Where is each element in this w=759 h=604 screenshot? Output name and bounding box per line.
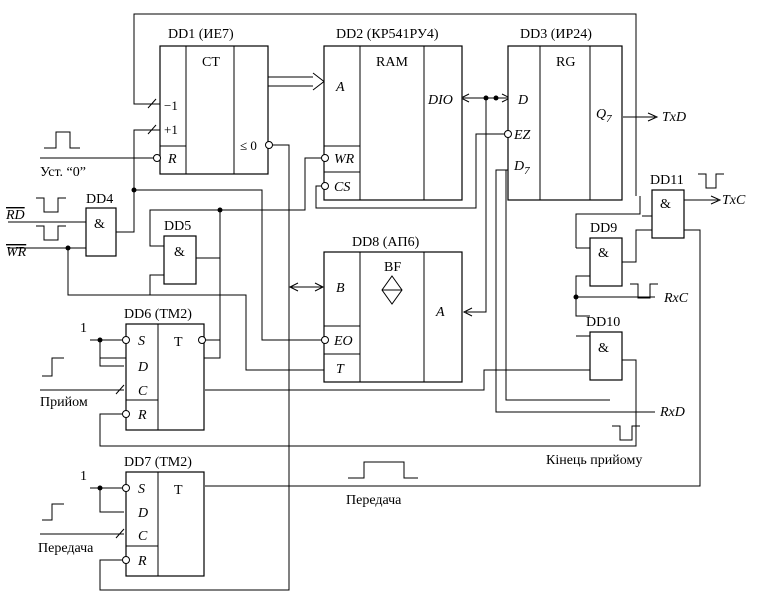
step-up-icon xyxy=(42,357,64,377)
dd2-name: DD2 (КР541РУ4) xyxy=(336,27,439,42)
signal-wr: WR xyxy=(6,245,27,260)
pulse-down-icon xyxy=(36,225,66,241)
wires xyxy=(8,13,722,591)
dd8-pin-eo: EO xyxy=(333,334,353,349)
pulse-up-icon xyxy=(44,131,80,149)
signal-one-dd6: 1 xyxy=(80,321,87,336)
dd7-pin-r: R xyxy=(137,554,147,569)
pulse-down-icon xyxy=(630,283,658,299)
svg-text:Q7: Q7 xyxy=(596,107,612,125)
chip-dd9: DD9 & xyxy=(589,221,623,287)
dd2-func: RAM xyxy=(376,55,408,70)
dd6-pin-s: S xyxy=(138,334,145,349)
signal-peredacha-label: Передача xyxy=(346,493,402,508)
dd4-func: & xyxy=(94,217,105,232)
chip-dd5: DD5 & xyxy=(163,219,197,285)
dd8-name: DD8 (АП6) xyxy=(352,235,420,250)
pulse-down-icon xyxy=(612,425,640,441)
signal-kinets-pryiomu: Кінець прийому xyxy=(546,453,642,468)
dd8-func: BF xyxy=(384,260,401,275)
dd3-pin-ez: EZ xyxy=(513,128,531,143)
dd1-pin-r: R xyxy=(167,152,177,167)
chip-dd7: DD7 (ТМ2) T S D C R xyxy=(122,455,205,577)
signal-rxd: RxD xyxy=(659,405,685,420)
dd6-name: DD6 (ТМ2) xyxy=(124,307,192,322)
dd3-pin-d: D xyxy=(517,93,528,108)
dd11-name: DD11 xyxy=(650,173,684,188)
svg-text:D7: D7 xyxy=(513,159,530,177)
dd7-pin-c: C xyxy=(138,529,148,544)
dd2-pin-dio: DIO xyxy=(427,93,453,108)
step-up-icon xyxy=(42,503,64,521)
chip-dd4: DD4 & xyxy=(85,192,117,257)
pulse-down-icon xyxy=(698,173,724,189)
pulse-up-icon xyxy=(348,461,418,479)
signal-rxc: RxC xyxy=(663,291,689,306)
dd8-pin-b: B xyxy=(336,281,345,296)
dd1-pin-le0: ≤ 0 xyxy=(240,138,257,153)
dd4-name: DD4 xyxy=(86,192,113,207)
signal-ust0: Уст. “0” xyxy=(40,165,86,180)
signal-rd: RD xyxy=(5,208,25,223)
signal-peredacha-in: Передача xyxy=(38,541,94,556)
chip-dd10: DD10 & xyxy=(586,315,623,381)
dd3-pin-q7-sub: 7 xyxy=(606,113,612,125)
signal-labels: Уст. “0” RD WR TxD TxC RxC RxD 1 1 Прийо… xyxy=(5,110,746,556)
chip-dd2: DD2 (КР541РУ4) RAM A DIO WR CS xyxy=(321,27,463,201)
dd7-name: DD7 (ТМ2) xyxy=(124,455,192,470)
dd7-func: T xyxy=(174,483,183,498)
dd10-func: & xyxy=(598,341,609,356)
dd8-pin-a: A xyxy=(435,305,445,320)
chip-dd1: DD1 (ИЕ7) CT −1 +1 R ≤ 0 xyxy=(153,27,273,175)
signal-one-dd7: 1 xyxy=(80,469,87,484)
dd2-pin-a: A xyxy=(335,80,345,95)
pulse-down-icon xyxy=(36,197,66,213)
dd1-pin-p1: +1 xyxy=(164,122,178,137)
dd7-pin-d: D xyxy=(137,506,148,521)
chip-dd11: DD11 & xyxy=(650,173,685,239)
chip-dd6: DD6 (ТМ2) T S D C R xyxy=(122,307,206,431)
dd1-func: CT xyxy=(202,55,220,70)
dd3-pin-d7: D xyxy=(513,159,524,174)
dd3-func: RG xyxy=(556,55,575,70)
signal-txd: TxD xyxy=(662,110,686,125)
chip-dd3: DD3 (ИР24) RG D EZ D7 Q7 xyxy=(504,27,623,201)
dd6-pin-c: C xyxy=(138,384,148,399)
dd8-pin-t: T xyxy=(336,362,345,377)
dd7-pin-s: S xyxy=(138,482,145,497)
dd9-func: & xyxy=(598,246,609,261)
signal-txc: TxC xyxy=(722,193,746,208)
chip-dd8: DD8 (АП6) BF B A EO T xyxy=(321,235,463,383)
waveform-icons xyxy=(36,131,724,521)
dd1-name: DD1 (ИЕ7) xyxy=(168,27,234,42)
dd9-name: DD9 xyxy=(590,221,617,236)
dd6-pin-d: D xyxy=(137,360,148,375)
dd3-pin-d7-sub: 7 xyxy=(524,165,530,177)
dd5-func: & xyxy=(174,245,185,260)
dd6-pin-r: R xyxy=(137,408,147,423)
dd1-pin-m1: −1 xyxy=(164,98,178,113)
dd10-name: DD10 xyxy=(586,315,620,330)
dd6-func: T xyxy=(174,335,183,350)
dd11-func: & xyxy=(660,197,671,212)
dd5-name: DD5 xyxy=(164,219,191,234)
dd2-pin-cs: CS xyxy=(334,180,350,195)
signal-pryiom: Прийом xyxy=(40,395,88,410)
dd3-name: DD3 (ИР24) xyxy=(520,27,592,42)
dd2-pin-wr: WR xyxy=(334,152,355,167)
dd3-pin-q7: Q xyxy=(596,107,606,122)
